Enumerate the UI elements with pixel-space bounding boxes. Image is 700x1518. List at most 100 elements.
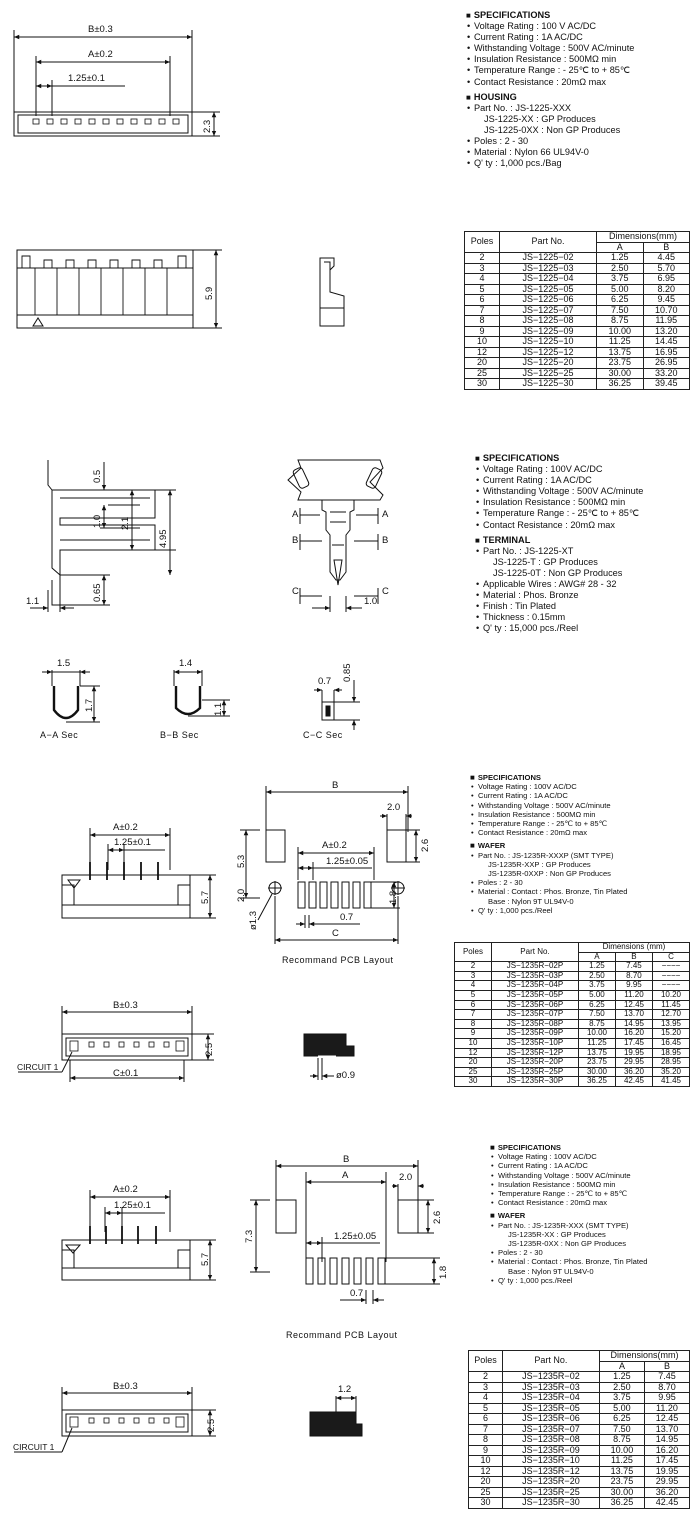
part-info-item: Poles : 2 - 30: [490, 1248, 647, 1257]
section-mark-c-left: C: [292, 586, 299, 597]
table-cell: 20: [468, 1476, 503, 1488]
table-cell: 6: [468, 1413, 503, 1425]
table-cell: 2: [454, 961, 492, 972]
table-cell: JS−1225−04: [499, 273, 598, 285]
part-info-item: JS-1225-0XX : Non GP Produces: [484, 124, 621, 135]
table-cell: 12.70: [651, 1009, 691, 1020]
col-part-no: Part No.: [490, 941, 579, 963]
dim-label-1-8: 1.8: [438, 1265, 449, 1279]
col-a: A: [596, 241, 644, 253]
table-cell: 11.20: [614, 989, 653, 1001]
table-cell: 11.25: [596, 336, 644, 348]
table-cell: 8: [463, 315, 501, 327]
spec-item: Current Rating : 1A AC/DC: [490, 1161, 647, 1170]
col-part-no: Part No.: [501, 1350, 600, 1372]
table-cell: JS−1235R−04: [501, 1392, 600, 1404]
table-cell: JS−1235R−09: [501, 1444, 600, 1456]
table-cell: 4: [463, 273, 501, 285]
dim-label-a: A±0.2: [113, 822, 138, 833]
table-cell: JS−1235R−02: [501, 1371, 600, 1383]
table-cell: JS−1225−25: [499, 367, 598, 379]
dim-label-bottom-height: 2.5: [204, 1042, 215, 1056]
dim-label-1-0b: 1.0: [364, 596, 378, 607]
part-info-item: Part No. : JS-1235R-XXXP (SMT TYPE): [470, 851, 627, 860]
dim-label-1-1: 1.1: [26, 596, 40, 607]
housing-front-view: [13, 30, 220, 137]
section-aa-drawing: [42, 669, 100, 723]
section-mark-a-left: A: [292, 509, 299, 520]
table-cell: 11.25: [598, 1455, 645, 1467]
col-poles: Poles: [468, 1350, 503, 1372]
table-cell: 10: [463, 336, 501, 348]
wafer-std-bottom-view: [14, 1387, 216, 1453]
table-cell: 6: [463, 294, 501, 306]
table-cell: JS−1235R−25: [501, 1486, 600, 1498]
wafer-smt-bottom-view: [18, 1006, 214, 1082]
table-cell: 8.20: [642, 283, 690, 295]
dim-label-pitch: 1.25±0.1: [114, 837, 151, 848]
section-mark-a-right: A: [382, 509, 389, 520]
table-cell: 29.95: [643, 1476, 691, 1488]
table-cell: JS−1225−02: [499, 252, 598, 264]
dim-label-0-5: 0.5: [92, 469, 103, 483]
table-cell: JS−1225−07: [499, 304, 598, 316]
col-part-no: Part No.: [499, 231, 598, 253]
dim-label-bottom-b: B±0.3: [113, 1381, 138, 1392]
table-cell: JS−1235R−20: [501, 1476, 600, 1488]
table-cell: JS−1225−20: [499, 357, 598, 369]
part-info-item: Base : Nylon 9T UL94V-0: [488, 896, 574, 906]
table-cell: JS−1235R−10: [501, 1455, 600, 1467]
dim-label-pcb-pitch: 1.25±0.05: [326, 856, 369, 867]
table-cell: 10.00: [596, 325, 644, 337]
table-cell: 6.95: [642, 273, 690, 285]
part-info-item: Material : Contact : Phos. Bronze, Tin P…: [470, 887, 627, 896]
table-cell: 16.45: [651, 1037, 691, 1049]
table-cell: JS−1225−05: [499, 283, 598, 295]
table-cell: JS−1225−09: [499, 325, 598, 337]
table-cell: JS−1235R−05P: [490, 989, 579, 1001]
table-cell: 5.00: [577, 989, 616, 1001]
table-cell: 7: [454, 1009, 492, 1020]
part-info-item: Part No. : JS-1225-XT: [475, 546, 643, 557]
table-cell: 25: [463, 367, 501, 379]
table-cell: 3: [468, 1381, 503, 1393]
table-cell: 42.45: [614, 1076, 653, 1087]
part-info-item: Material : Contact : Phos. Bronze, Tin P…: [490, 1257, 647, 1266]
table-cell: 5: [468, 1402, 503, 1414]
table-cell: 6.25: [596, 294, 644, 306]
dim-label-pad-height: 2.6: [420, 838, 431, 852]
part-info-item: JS-1225-T : GP Produces: [493, 556, 598, 567]
section-mark-c-right: C: [382, 586, 389, 597]
spec-item: Current Rating : 1A AC/DC: [470, 791, 627, 800]
dim-label-height: 2.3: [202, 119, 213, 133]
dim-label-b: B: [332, 780, 339, 791]
spec-item: Contact Resistance : 20mΩ max: [466, 77, 634, 88]
table-cell: JS−1225−30: [499, 378, 598, 390]
wafer-std-front-view: [61, 1190, 216, 1281]
table-cell: JS−1235R−30: [501, 1497, 600, 1509]
table-cell: 13.75: [598, 1465, 645, 1477]
dim-label-side-width: 1.2: [338, 1384, 352, 1395]
dim-label-pcb-a: A±0.2: [322, 840, 347, 851]
dim-label-cc-height: 0.85: [342, 663, 353, 683]
terminal-spec-block: SPECIFICATIONS Voltage Rating : 100V AC/…: [475, 453, 643, 635]
dim-label-bb-width: 1.4: [179, 658, 193, 669]
section-cc-caption: C−C Sec: [303, 730, 343, 740]
table-cell: 7.45: [643, 1371, 691, 1383]
spec-heading: SPECIFICATIONS: [490, 1143, 647, 1152]
table-cell: 17.45: [614, 1037, 653, 1049]
dim-label-hole: ø1.3: [248, 910, 259, 930]
dim-label-7-3: 7.3: [244, 1229, 255, 1243]
part-info-item: Part No. : JS-1235R-XXX (SMT TYPE): [490, 1221, 647, 1230]
